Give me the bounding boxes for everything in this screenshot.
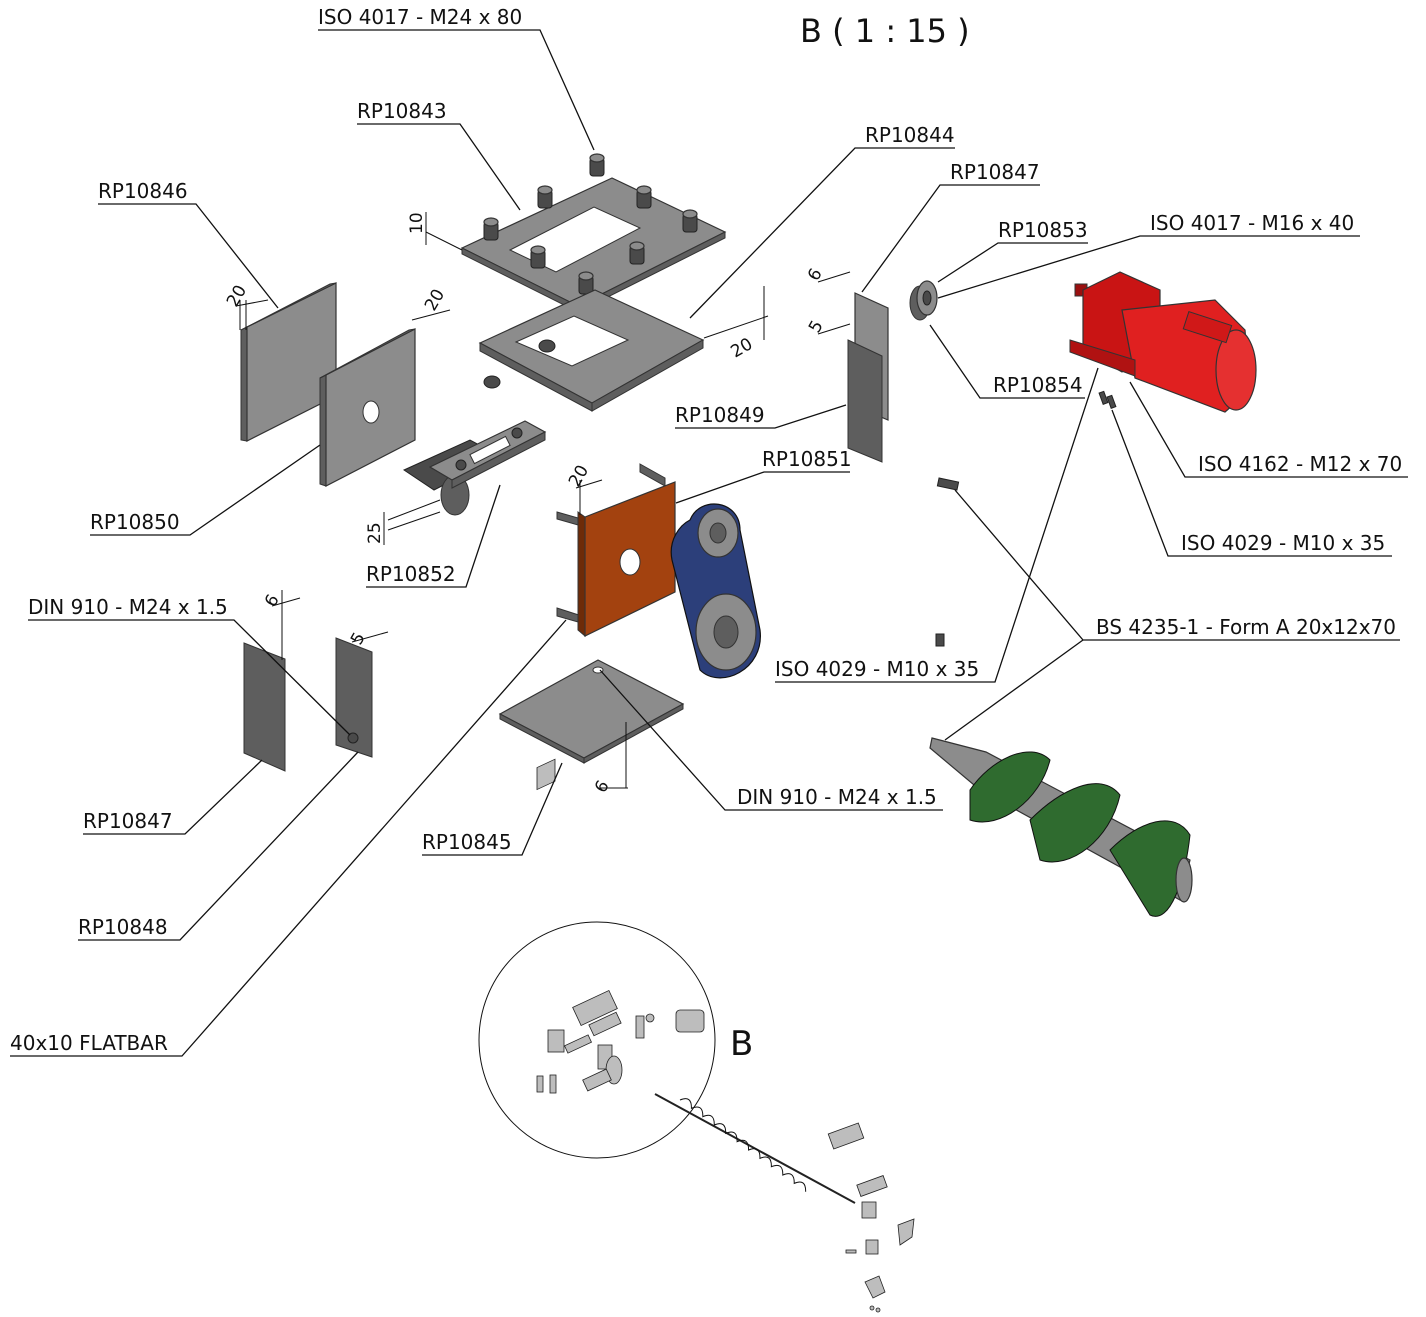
label-din910-left: DIN 910 - M24 x 1.5	[28, 595, 228, 619]
small-fasteners	[935, 390, 1117, 647]
dim-plate-2: 20	[421, 286, 449, 315]
label-iso4029-m10x35-mid: ISO 4029 - M10 x 35	[775, 657, 979, 681]
dim-base-plate: 6	[591, 777, 614, 796]
label-rp10850: RP10850	[90, 510, 180, 534]
dim-plate-1: 20	[223, 282, 251, 311]
rp10844-plate	[478, 289, 705, 412]
label-rp10844: RP10844	[865, 123, 955, 147]
label-flatbar: 40x10 FLATBAR	[10, 1031, 168, 1055]
label-rp10852: RP10852	[366, 562, 456, 586]
label-rp10843: RP10843	[357, 99, 447, 123]
auger-screw	[929, 737, 1193, 917]
dim-plate-3: 20	[728, 334, 757, 362]
label-rp10845: RP10845	[422, 830, 512, 854]
label-iso4029-m10x35-right: ISO 4029 - M10 x 35	[1181, 531, 1385, 555]
rp10845-base-plate	[498, 659, 685, 764]
label-rp10854: RP10854	[993, 373, 1083, 397]
detail-b-label: B	[730, 1024, 753, 1064]
rp10847-small-plate	[243, 642, 286, 772]
label-rp10846: RP10846	[98, 179, 188, 203]
label-iso4017-m24x80: ISO 4017 - M24 x 80	[318, 5, 522, 29]
rp10847-rp10849-side-plates	[847, 292, 889, 463]
rp10852-bearing	[402, 420, 547, 516]
label-rp10849: RP10849	[675, 403, 765, 427]
bolts-m24	[483, 153, 698, 295]
label-bs4235: BS 4235-1 - Form A 20x12x70	[1096, 615, 1396, 639]
rp10850-plate	[319, 328, 416, 487]
view-title: B ( 1 : 15 )	[800, 12, 970, 50]
belt-drive	[670, 503, 761, 679]
label-iso4162-m12x70: ISO 4162 - M12 x 70	[1198, 452, 1402, 476]
dim-small-plate-a: 6	[261, 591, 284, 610]
label-iso4017-m16x40: ISO 4017 - M16 x 40	[1150, 211, 1354, 235]
gear-motor	[1069, 271, 1257, 413]
dim-end-plate: 20	[565, 462, 593, 491]
label-rp10847-bottom: RP10847	[83, 809, 173, 833]
label-rp10853: RP10853	[998, 218, 1088, 242]
label-din910-right: DIN 910 - M24 x 1.5	[737, 785, 937, 809]
dimension-marks	[235, 212, 851, 789]
coupling	[909, 280, 938, 321]
dim-top-plate-thickness: 10	[407, 212, 427, 234]
dim-side-plate-b: 5	[805, 317, 828, 336]
label-rp10847-top: RP10847	[950, 160, 1040, 184]
label-rp10848: RP10848	[78, 915, 168, 939]
detail-b-circle	[478, 758, 716, 1159]
leader-lines	[10, 29, 1408, 1057]
rp10851-end-plate	[556, 463, 676, 638]
dim-bearing: 25	[365, 522, 385, 544]
label-rp10851: RP10851	[762, 447, 852, 471]
rp10846-plate	[240, 282, 337, 442]
overall-assembly-mini	[654, 1093, 915, 1313]
dim-side-plate-a: 6	[804, 265, 827, 284]
rp10848-small-plate	[335, 637, 373, 758]
